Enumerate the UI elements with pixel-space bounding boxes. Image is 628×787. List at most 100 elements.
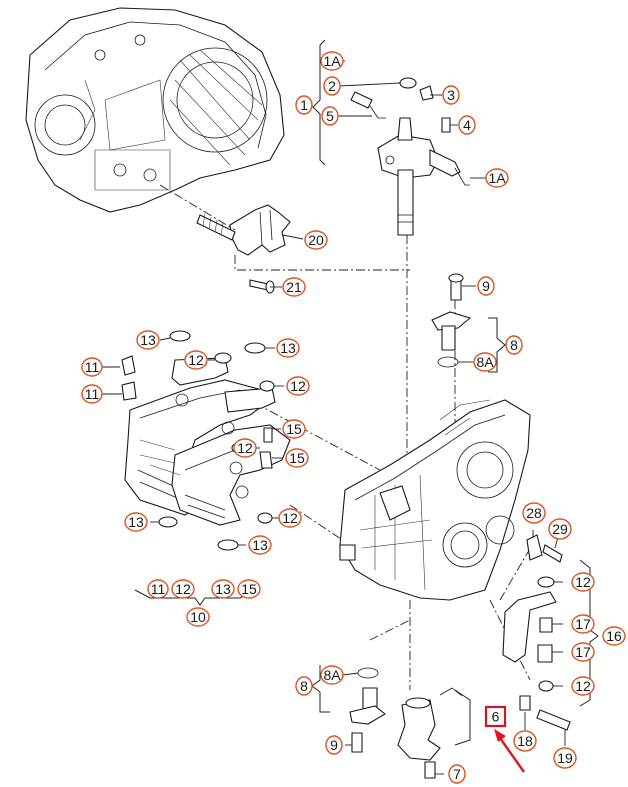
leader-lines xyxy=(102,60,566,775)
svg-text:8A: 8A xyxy=(323,667,341,683)
callout-13-c: 13 xyxy=(124,512,148,532)
svg-text:8: 8 xyxy=(510,337,518,353)
axis-line xyxy=(289,504,351,546)
callout-5: 5 xyxy=(321,106,339,126)
svg-text:4: 4 xyxy=(463,117,471,133)
svg-text:19: 19 xyxy=(557,750,573,766)
callout-10-sub-13: 13 xyxy=(211,579,235,599)
callout-3: 3 xyxy=(442,85,460,105)
svg-text:1: 1 xyxy=(300,97,308,113)
svg-text:11: 11 xyxy=(85,359,100,375)
callout-11-a: 11 xyxy=(81,357,103,377)
callout-19: 19 xyxy=(553,747,577,769)
svg-text:13: 13 xyxy=(128,514,144,530)
svg-text:21: 21 xyxy=(286,279,302,295)
shift-lever-assembly-16 xyxy=(502,534,571,731)
callout-10: 10 xyxy=(186,607,210,627)
svg-text:11: 11 xyxy=(85,386,100,402)
callout-17-a: 17 xyxy=(571,614,595,634)
svg-text:6: 6 xyxy=(492,709,500,725)
callout-8A-bottom: 8A xyxy=(320,665,344,685)
pivot-lever-bottom xyxy=(349,667,386,753)
callout-2: 2 xyxy=(323,76,341,96)
svg-text:15: 15 xyxy=(289,450,305,466)
svg-text:16: 16 xyxy=(606,628,622,644)
svg-text:5: 5 xyxy=(326,108,334,124)
bracket-6 xyxy=(454,689,471,746)
pivot-lever-top xyxy=(431,273,472,368)
svg-text:15: 15 xyxy=(241,581,257,597)
callout-12-e: 12 xyxy=(571,572,595,592)
bracket-16 xyxy=(579,559,599,707)
callout-16: 16 xyxy=(602,626,626,646)
svg-text:7: 7 xyxy=(453,766,461,782)
svg-text:12: 12 xyxy=(175,581,191,597)
svg-text:10: 10 xyxy=(190,609,206,625)
svg-text:17: 17 xyxy=(575,616,591,632)
svg-text:8: 8 xyxy=(300,678,308,694)
callout-17-b: 17 xyxy=(571,642,595,662)
svg-text:12: 12 xyxy=(290,378,306,394)
callout-12-b: 12 xyxy=(286,376,310,396)
svg-text:13: 13 xyxy=(140,332,156,348)
svg-text:12: 12 xyxy=(575,678,591,694)
svg-text:12: 12 xyxy=(237,440,253,456)
svg-text:29: 29 xyxy=(552,521,568,537)
axis-line xyxy=(239,394,381,471)
selector-cover-6 xyxy=(397,687,463,779)
axis-line xyxy=(234,255,410,271)
svg-text:12: 12 xyxy=(575,574,591,590)
callout-1A-right: 1A xyxy=(485,168,509,188)
callout-4: 4 xyxy=(458,115,476,135)
callout-8A-top: 8A xyxy=(473,352,497,372)
svg-text:13: 13 xyxy=(280,340,296,356)
axis-line xyxy=(159,184,236,231)
callout-9-bottom: 9 xyxy=(325,735,343,755)
bell-housing xyxy=(25,7,285,213)
axis-line xyxy=(369,619,411,641)
svg-text:18: 18 xyxy=(517,733,533,749)
highlighted-callout-6[interactable]: 6 xyxy=(484,705,507,728)
bracket-1 xyxy=(312,39,326,166)
callout-29: 29 xyxy=(548,518,572,540)
callout-20: 20 xyxy=(304,230,328,250)
svg-text:13: 13 xyxy=(215,581,231,597)
main-gearbox-housing xyxy=(339,399,531,601)
shift-fork-set-10 xyxy=(124,357,291,526)
callout-1A-top: 1A xyxy=(320,51,344,71)
callout-7: 7 xyxy=(448,764,466,784)
callout-8-top: 8 xyxy=(505,335,523,355)
svg-text:17: 17 xyxy=(575,644,591,660)
shift-fork-20 xyxy=(196,204,291,256)
callout-18: 18 xyxy=(513,730,537,752)
svg-text:1A: 1A xyxy=(488,170,506,186)
svg-text:8A: 8A xyxy=(476,354,494,370)
callout-13-a: 13 xyxy=(136,330,160,350)
callout-12-a: 12 xyxy=(184,350,208,370)
callout-15-b: 15 xyxy=(285,448,309,468)
callout-12-c: 12 xyxy=(233,438,257,458)
bolt-21 xyxy=(249,279,275,294)
callout-11-b: 11 xyxy=(81,384,103,404)
svg-text:2: 2 xyxy=(328,78,336,94)
svg-text:9: 9 xyxy=(482,278,490,294)
bracket-8-top xyxy=(488,317,506,373)
svg-text:9: 9 xyxy=(330,737,338,753)
svg-text:11: 11 xyxy=(151,581,166,597)
callout-1: 1 xyxy=(295,95,313,115)
svg-text:13: 13 xyxy=(252,537,268,553)
callout-13-d: 13 xyxy=(248,535,272,555)
svg-text:28: 28 xyxy=(526,505,542,521)
svg-text:15: 15 xyxy=(286,421,302,437)
bracket-8-bottom xyxy=(311,665,330,713)
axis-line xyxy=(489,599,531,681)
callout-12-f: 12 xyxy=(571,676,595,696)
callout-10-sub-12: 12 xyxy=(171,579,195,599)
highlight-arrow xyxy=(494,729,525,773)
svg-text:3: 3 xyxy=(447,87,455,103)
svg-text:1A: 1A xyxy=(323,53,341,69)
callout-12-d: 12 xyxy=(278,508,302,528)
svg-text:20: 20 xyxy=(308,232,324,248)
